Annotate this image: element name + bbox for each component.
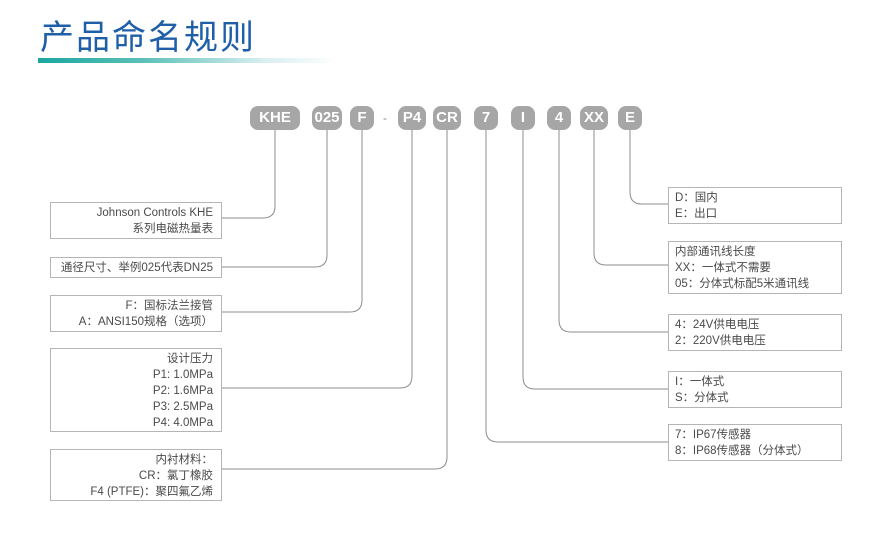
code-pill-cable: XX [580,106,608,130]
desc-box-market: D：国内 E：出口 [668,187,842,224]
desc-line: 05：分体式标配5米通讯线 [675,278,810,290]
desc-line: 设计压力 [167,353,213,365]
code-pill-sensor: 7 [474,106,498,130]
desc-line: D：国内 [675,192,718,204]
code-pill-market: E [618,106,642,130]
connector-market [629,130,668,205]
code-separator: - [383,111,387,125]
connector-power [558,130,668,333]
code-pill-pressure: P4 [398,106,426,130]
code-pill-flange: F [350,106,374,130]
desc-line: CR：氯丁橡胶 [138,470,213,482]
desc-line: 4：24V供电电压 [675,319,760,331]
code-pill-power: 4 [547,106,571,130]
connector-flange [222,130,363,313]
desc-line: 通径尺寸、举例025代表DN25 [60,262,213,274]
connector-size [222,130,328,268]
desc-line: F4 (PTFE)：聚四氟乙烯 [90,486,213,498]
desc-line: P4: 4.0MPa [152,417,213,429]
desc-box-power: 4：24V供电电压 2：220V供电电压 [668,314,842,351]
desc-line: P3: 2.5MPa [152,401,213,413]
desc-line: 8：IP68传感器（分体式） [675,445,809,457]
desc-line: A：ANSI150规格（选项） [78,316,213,328]
desc-box-type: I：一体式 S：分体式 [668,371,842,408]
desc-box-sensor: 7：IP67传感器 8：IP68传感器（分体式） [668,424,842,461]
desc-box-series: Johnson Controls KHE 系列电磁热量表 [50,202,222,239]
desc-line: Johnson Controls KHE [96,207,213,219]
connector-sensor [485,130,668,443]
title-underline [38,58,338,63]
desc-line: P1: 1.0MPa [152,369,213,381]
desc-line: 2：220V供电电压 [675,335,766,347]
desc-line: 系列电磁热量表 [132,223,214,235]
desc-line: XX：一体式不需要 [675,262,771,274]
connector-type [522,130,668,390]
connector-cable [593,130,668,266]
desc-line: 内部通讯线长度 [675,246,756,258]
desc-box-cable: 内部通讯线长度 XX：一体式不需要 05：分体式标配5米通讯线 [668,241,842,294]
desc-box-pressure: 设计压力 P1: 1.0MPa P2: 1.6MPa P3: 2.5MPa P4… [50,348,222,432]
code-pill-size: 025 [312,106,342,130]
connector-pressure [222,130,413,389]
desc-line: S：分体式 [675,392,729,404]
desc-line: E：出口 [675,208,718,220]
desc-line: 内衬材料： [155,454,214,466]
desc-line: F：国标法兰接管 [125,300,213,312]
desc-line: 7：IP67传感器 [675,429,752,441]
code-pill-type: I [511,106,535,130]
connector-khe [222,130,276,219]
connector-liner [222,130,448,470]
desc-line: P2: 1.6MPa [152,385,213,397]
code-pill-khe: KHE [250,106,300,130]
code-pill-liner: CR [433,106,461,130]
desc-box-size: 通径尺寸、举例025代表DN25 [50,257,222,278]
desc-box-flange: F：国标法兰接管 A：ANSI150规格（选项） [50,295,222,332]
desc-box-liner: 内衬材料： CR：氯丁橡胶 F4 (PTFE)：聚四氟乙烯 [50,449,222,501]
desc-line: I：一体式 [675,376,725,388]
page-title: 产品命名规则 [40,18,256,58]
